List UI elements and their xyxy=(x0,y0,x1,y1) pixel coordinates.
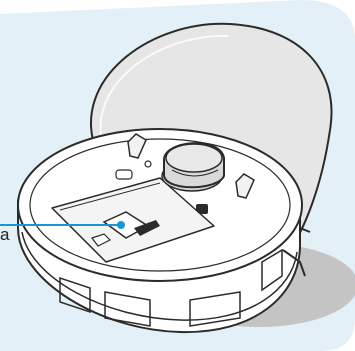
deck-indicator xyxy=(145,161,151,167)
callout-dot xyxy=(117,221,125,229)
callout-label-a: a xyxy=(0,225,9,245)
deck-button-left xyxy=(116,170,132,179)
lds-sensor-turret xyxy=(162,143,224,191)
